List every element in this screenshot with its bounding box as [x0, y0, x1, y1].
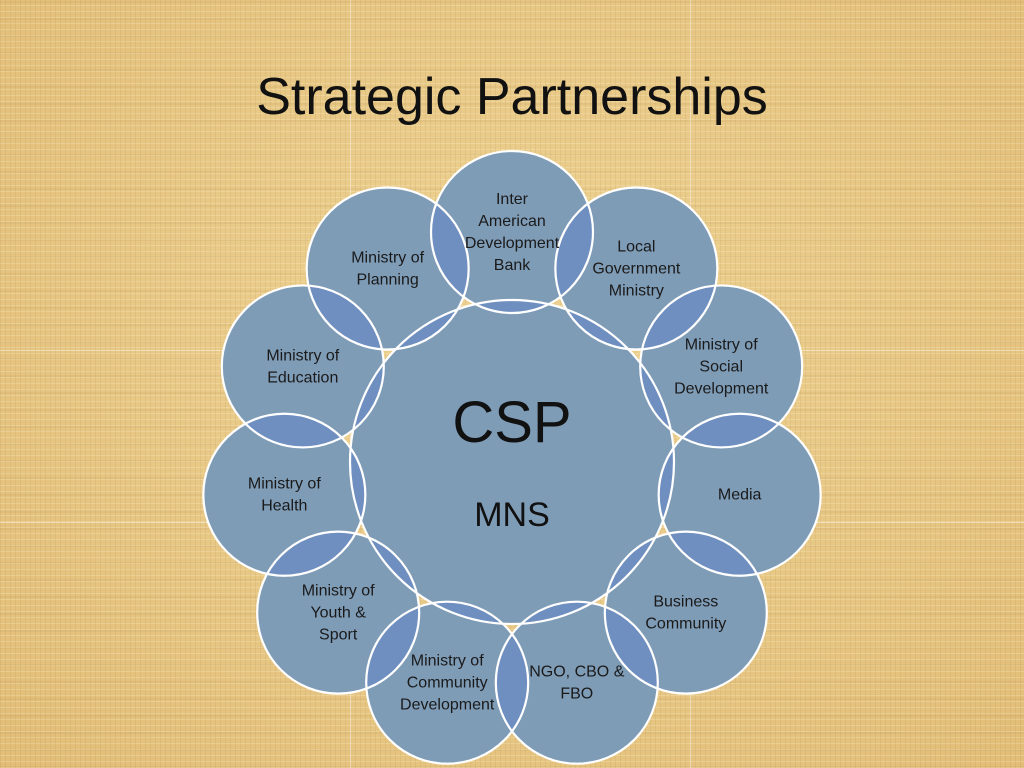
partner-circle-0 [431, 151, 593, 313]
partner-circle-outline-1 [554, 186, 719, 351]
slide-title: Strategic Partnerships [256, 68, 768, 126]
center-title: CSP [452, 390, 571, 455]
partner-label-5: NGO, CBO &FBO [529, 664, 624, 703]
partner-circle-outline-8 [202, 412, 367, 577]
partner-circle-outline-2 [639, 284, 804, 449]
center-circle-outline [348, 298, 676, 626]
overlap-lens [366, 601, 420, 694]
partner-circle-outline-10 [305, 186, 470, 351]
partner-circle-outline-0 [429, 149, 595, 315]
partner-circle-outline-7 [256, 530, 421, 695]
partner-circle-outline-3 [657, 412, 822, 577]
center-node [350, 300, 674, 624]
partner-circle-outline-5 [494, 600, 659, 765]
partner-label-3: Media [718, 487, 762, 504]
overlap-lens [306, 285, 384, 350]
center-circle [350, 300, 674, 624]
overlap-lens [658, 531, 767, 576]
partner-circle-outline-6 [365, 600, 530, 765]
overlap-lens [640, 285, 718, 350]
partner-circle-outline-9 [220, 284, 385, 449]
partner-circle-outline-4 [603, 530, 768, 695]
center-subtitle: MNS [474, 496, 550, 534]
overlap-lens [604, 601, 658, 694]
overlap-lens [257, 531, 366, 576]
circle-outlines [202, 149, 822, 765]
